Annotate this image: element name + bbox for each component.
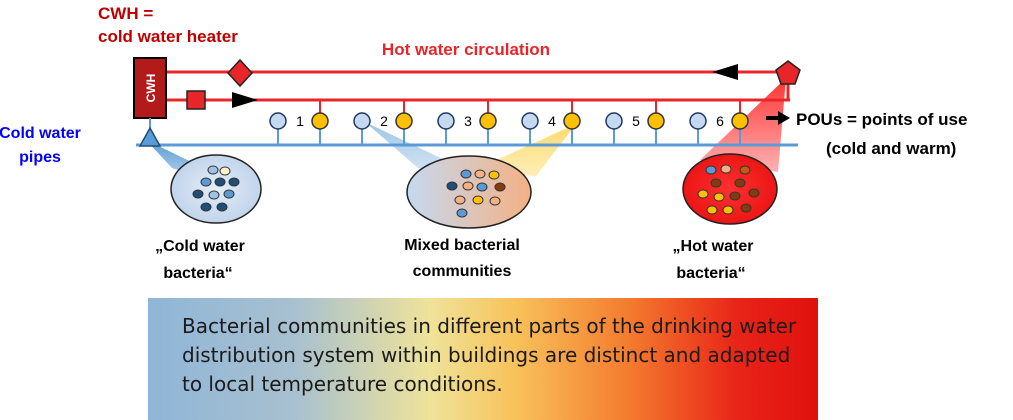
cold-pou-2 — [353, 112, 371, 130]
pou-number-1: 1 — [296, 113, 304, 129]
summary-box: Bacterial communities in different parts… — [148, 298, 818, 420]
bacterium — [705, 165, 717, 175]
bacterium — [722, 205, 734, 215]
cold-pou-3 — [437, 112, 455, 130]
cold-pipes-label-line2: pipes — [19, 149, 61, 166]
hot-pou-4 — [563, 112, 581, 130]
bacterium — [739, 165, 751, 175]
bacterium — [748, 188, 760, 198]
cold-pipes-label-line1: Cold water — [0, 125, 81, 142]
bacterium — [720, 164, 732, 174]
bacterium — [208, 190, 220, 200]
cold-bacteria-label-line2: bacteria“ — [163, 265, 232, 282]
cold-bacteria-cells — [192, 165, 240, 212]
hot-circulation-label: Hot water circulation — [382, 40, 550, 59]
bacterium — [223, 189, 235, 199]
bacterium — [476, 182, 488, 192]
bacterium — [710, 178, 722, 188]
cold-pou-4 — [521, 112, 539, 130]
supply-arrow — [232, 92, 258, 108]
cwh-box-label: CWH — [144, 74, 158, 103]
square-valve — [186, 90, 206, 110]
hot-pou-2 — [395, 112, 413, 130]
hot-pou-6 — [731, 112, 749, 130]
hot-bacteria-label-line1: „Hot water — [673, 238, 754, 255]
cwh-definition-line1: CWH = — [98, 4, 153, 23]
mixed-label-line2: communities — [413, 263, 512, 280]
bacterium — [219, 166, 231, 176]
bacterium — [729, 191, 741, 201]
hot-pou-1 — [311, 112, 329, 130]
bacterium — [192, 189, 204, 199]
bacterium — [697, 189, 709, 199]
mixed-label-line1: Mixed bacterial — [404, 237, 520, 254]
cold-pou-5 — [605, 112, 623, 130]
bacterium — [454, 195, 466, 205]
return-arrow — [712, 64, 738, 80]
summary-text: Bacterial communities in different parts… — [182, 314, 797, 396]
bacterium — [474, 169, 486, 179]
bacterium — [207, 165, 219, 175]
bacterium — [740, 203, 752, 213]
pou-arrow-head — [778, 111, 790, 125]
pou-number-2: 2 — [380, 113, 388, 129]
pou-definition-line2: (cold and warm) — [826, 139, 956, 158]
bacterium — [462, 181, 474, 191]
cold-inlet-triangle — [138, 126, 162, 147]
hot-pou-5 — [647, 112, 665, 130]
hot-pou-3 — [479, 112, 497, 130]
water-system-diagram: CWH 1 2 3 4 5 6 — [0, 4, 967, 282]
bacterium — [216, 202, 228, 212]
cold-pou-6 — [689, 112, 707, 130]
bacterium — [228, 177, 240, 187]
bacterium — [214, 177, 226, 187]
bacterium — [200, 177, 212, 187]
cold-pou-1 — [269, 112, 287, 130]
bacterium — [494, 182, 506, 192]
diamond-valve — [226, 58, 254, 88]
bacterium — [456, 208, 468, 218]
bacterium — [489, 196, 501, 206]
bacterium — [706, 205, 718, 215]
bacterium — [446, 181, 458, 191]
pou-number-5: 5 — [632, 113, 640, 129]
cold-bacteria-label-line1: „Cold water — [155, 238, 245, 255]
bacterium — [472, 195, 484, 205]
bacterium — [713, 192, 725, 202]
pou-number-6: 6 — [716, 113, 724, 129]
pentagon-valve — [775, 60, 801, 85]
cold-bacteria-ellipse — [170, 154, 262, 224]
mixed-bacteria-cells — [446, 169, 506, 218]
mixed-bacteria-ellipse — [406, 155, 532, 229]
hot-bacteria-label-line2: bacteria“ — [676, 265, 745, 282]
bacterium — [460, 169, 472, 179]
points-of-use: 1 2 3 4 5 6 — [269, 100, 749, 145]
cwh-definition-line2: cold water heater — [98, 27, 238, 46]
bacterium — [488, 170, 500, 180]
bacterium — [734, 178, 746, 188]
pou-definition-line1: POUs = points of use — [796, 110, 967, 129]
bacterium — [200, 202, 212, 212]
hot-bacteria-cells — [697, 164, 760, 215]
pou-number-3: 3 — [464, 113, 472, 129]
pou-number-4: 4 — [548, 113, 556, 129]
